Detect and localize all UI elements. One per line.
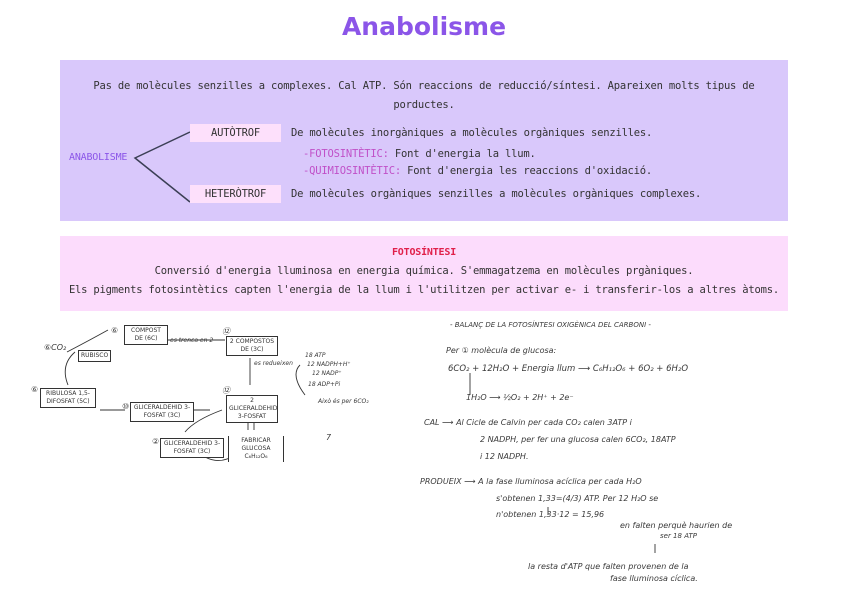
- gliceraldehid-box: 2 GLICERALDEHID 3-FOSFAT: [226, 395, 278, 423]
- fotosintesi-line: Conversió d'energia lluminosa en energia…: [154, 265, 694, 277]
- fabricar-glucosa: FABRICAR GLUCOSA C₆H₁₂O₆: [228, 436, 284, 462]
- nadph-label: 12 NADPH+H⁺: [307, 361, 351, 368]
- gliceraldehid-10-box: GLICERALDEHID 3-FOSFAT (3C): [130, 402, 194, 422]
- subtype-name: -QUIMIOSINTÈTIC:: [303, 165, 401, 177]
- step-2: ②: [152, 437, 160, 446]
- nadp-label: 12 NADP⁺: [312, 370, 342, 377]
- co2-label: ⑥CO₂: [44, 343, 67, 352]
- rubisco-box: RUBISCO: [78, 350, 112, 362]
- note-7: 7: [326, 433, 332, 442]
- compost-6c-box: COMPOST DE (6C): [124, 325, 168, 345]
- subtype-fotosintetic: -FOTOSINTÈTIC: Font d'energia la llum.: [303, 148, 536, 160]
- fotosintesi-box: FOTOSÍNTESI Conversió d'energia lluminos…: [60, 236, 788, 311]
- produeix-line: PRODUEIX ⟶ A la fase lluminosa acíclica …: [420, 477, 642, 486]
- produeix-line: n'obtenen 1,33·12 = 15,96: [496, 510, 605, 519]
- page-title: Anabolisme: [341, 12, 507, 41]
- falten-line: ser 18 ATP: [660, 532, 697, 540]
- step-6: ⑥: [111, 326, 119, 335]
- compostos-3c-box: 2 COMPOSTOS DE (3C): [226, 336, 278, 356]
- label-autotrof: AUTÒTROF: [190, 124, 281, 142]
- cal-line: CAL ⟶ Al Cicle de Calvin per cada CO₂ ca…: [424, 418, 632, 427]
- branch-lines: [133, 131, 191, 203]
- balance-heading: - BALANÇ DE LA FOTOSÍNTESI OXIGÈNICA DEL…: [450, 321, 651, 329]
- balance-equation: 6CO₂ + 12H₂O + Energia llum ⟶ C₆H₁₂O₆ + …: [448, 364, 689, 374]
- cal-line: i 12 NADPH.: [480, 452, 529, 461]
- resta-line: la resta d'ATP que falten provenen de la: [528, 562, 689, 571]
- step-12b: ⑫: [222, 386, 230, 395]
- heterotrof-text: De molècules orgàniques senzilles a molè…: [291, 188, 702, 200]
- step-10: ⑩: [122, 402, 130, 411]
- balance-line: Per ① molècula de glucosa:: [446, 346, 557, 355]
- autotrof-text: De molècules inorgàniques a molècules or…: [291, 127, 653, 139]
- gliceraldehid-2-box: GLICERALDEHID 3-FOSFAT (3C): [160, 438, 224, 458]
- fotosintesi-line: Els pigments fotosintètics capten l'ener…: [68, 284, 780, 296]
- falten-line: en falten perquè haurien de: [620, 521, 733, 530]
- anabolisme-box: Pas de molècules senzilles a complexes. …: [60, 60, 788, 221]
- intro-text: Pas de molècules senzilles a complexes. …: [93, 80, 755, 111]
- cal-line: 2 NADPH, per fer una glucosa calen 6CO₂,…: [480, 435, 676, 444]
- aixo-label: Això és per 6CO₂: [318, 398, 369, 405]
- step-12a: ⑫: [222, 327, 230, 336]
- produeix-line: s'obtenen 1,33=(4/3) ATP. Per 12 H₂O se: [496, 494, 659, 503]
- label-heterotrof: HETERÒTROF: [190, 185, 281, 203]
- water-equation: 1H₂O ⟶ ½O₂ + 2H⁺ + 2e⁻: [466, 393, 574, 402]
- subtype-text: Font d'energia la llum.: [394, 148, 536, 160]
- fotosintesi-heading: FOTOSÍNTESI: [391, 247, 457, 258]
- trenca-label: es trenca en 2: [170, 337, 214, 344]
- redueixen-label: es redueixen: [254, 360, 293, 367]
- subtype-text: Font d'energia les reaccions d'oxidació.: [407, 165, 652, 177]
- ribulosa-box: RIBULOSA 1,5-DIFOSFAT (5C): [40, 388, 96, 408]
- resta-line: fase lluminosa cíclica.: [610, 574, 698, 583]
- subtype-name: -FOTOSINTÈTIC:: [303, 148, 389, 160]
- adp-label: 18 ADP+Pi: [308, 381, 341, 388]
- root-label: ANABOLISME: [69, 152, 128, 163]
- atp-label: 18 ATP: [305, 352, 326, 359]
- subtype-quimiosintetic: -QUIMIOSINTÈTIC: Font d'energia les reac…: [303, 165, 652, 177]
- step-6b: ⑥: [31, 385, 39, 394]
